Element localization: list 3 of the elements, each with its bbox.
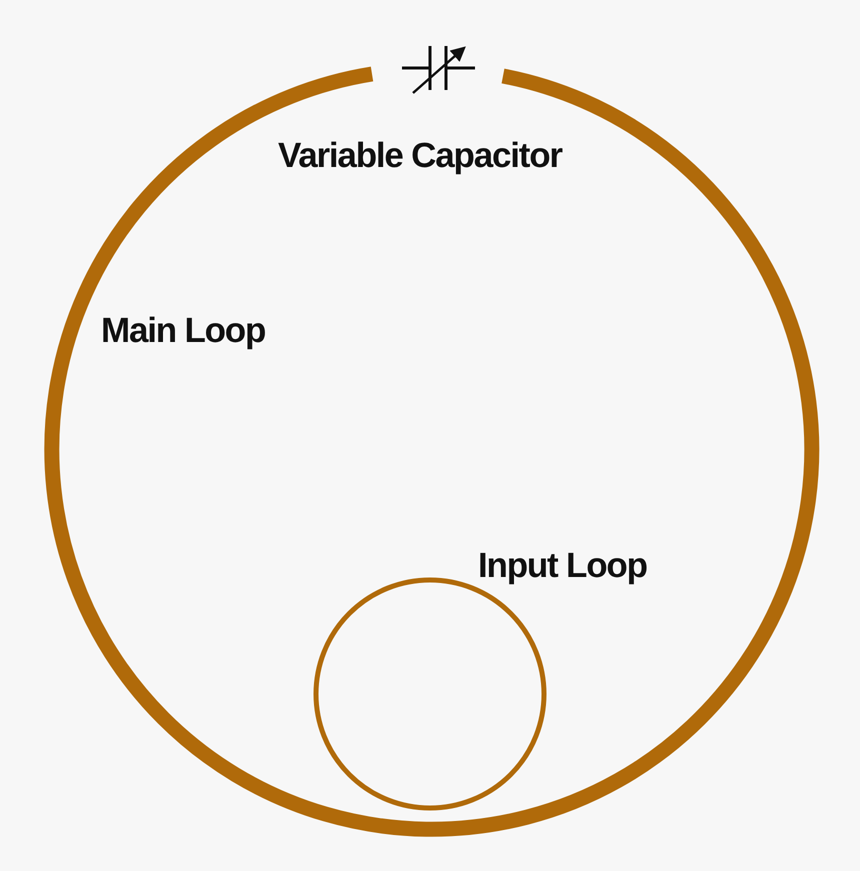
component-label: Main Loop — [101, 313, 266, 348]
component-label: Input Loop — [478, 548, 647, 583]
component-label: Variable Capacitor — [278, 138, 562, 173]
